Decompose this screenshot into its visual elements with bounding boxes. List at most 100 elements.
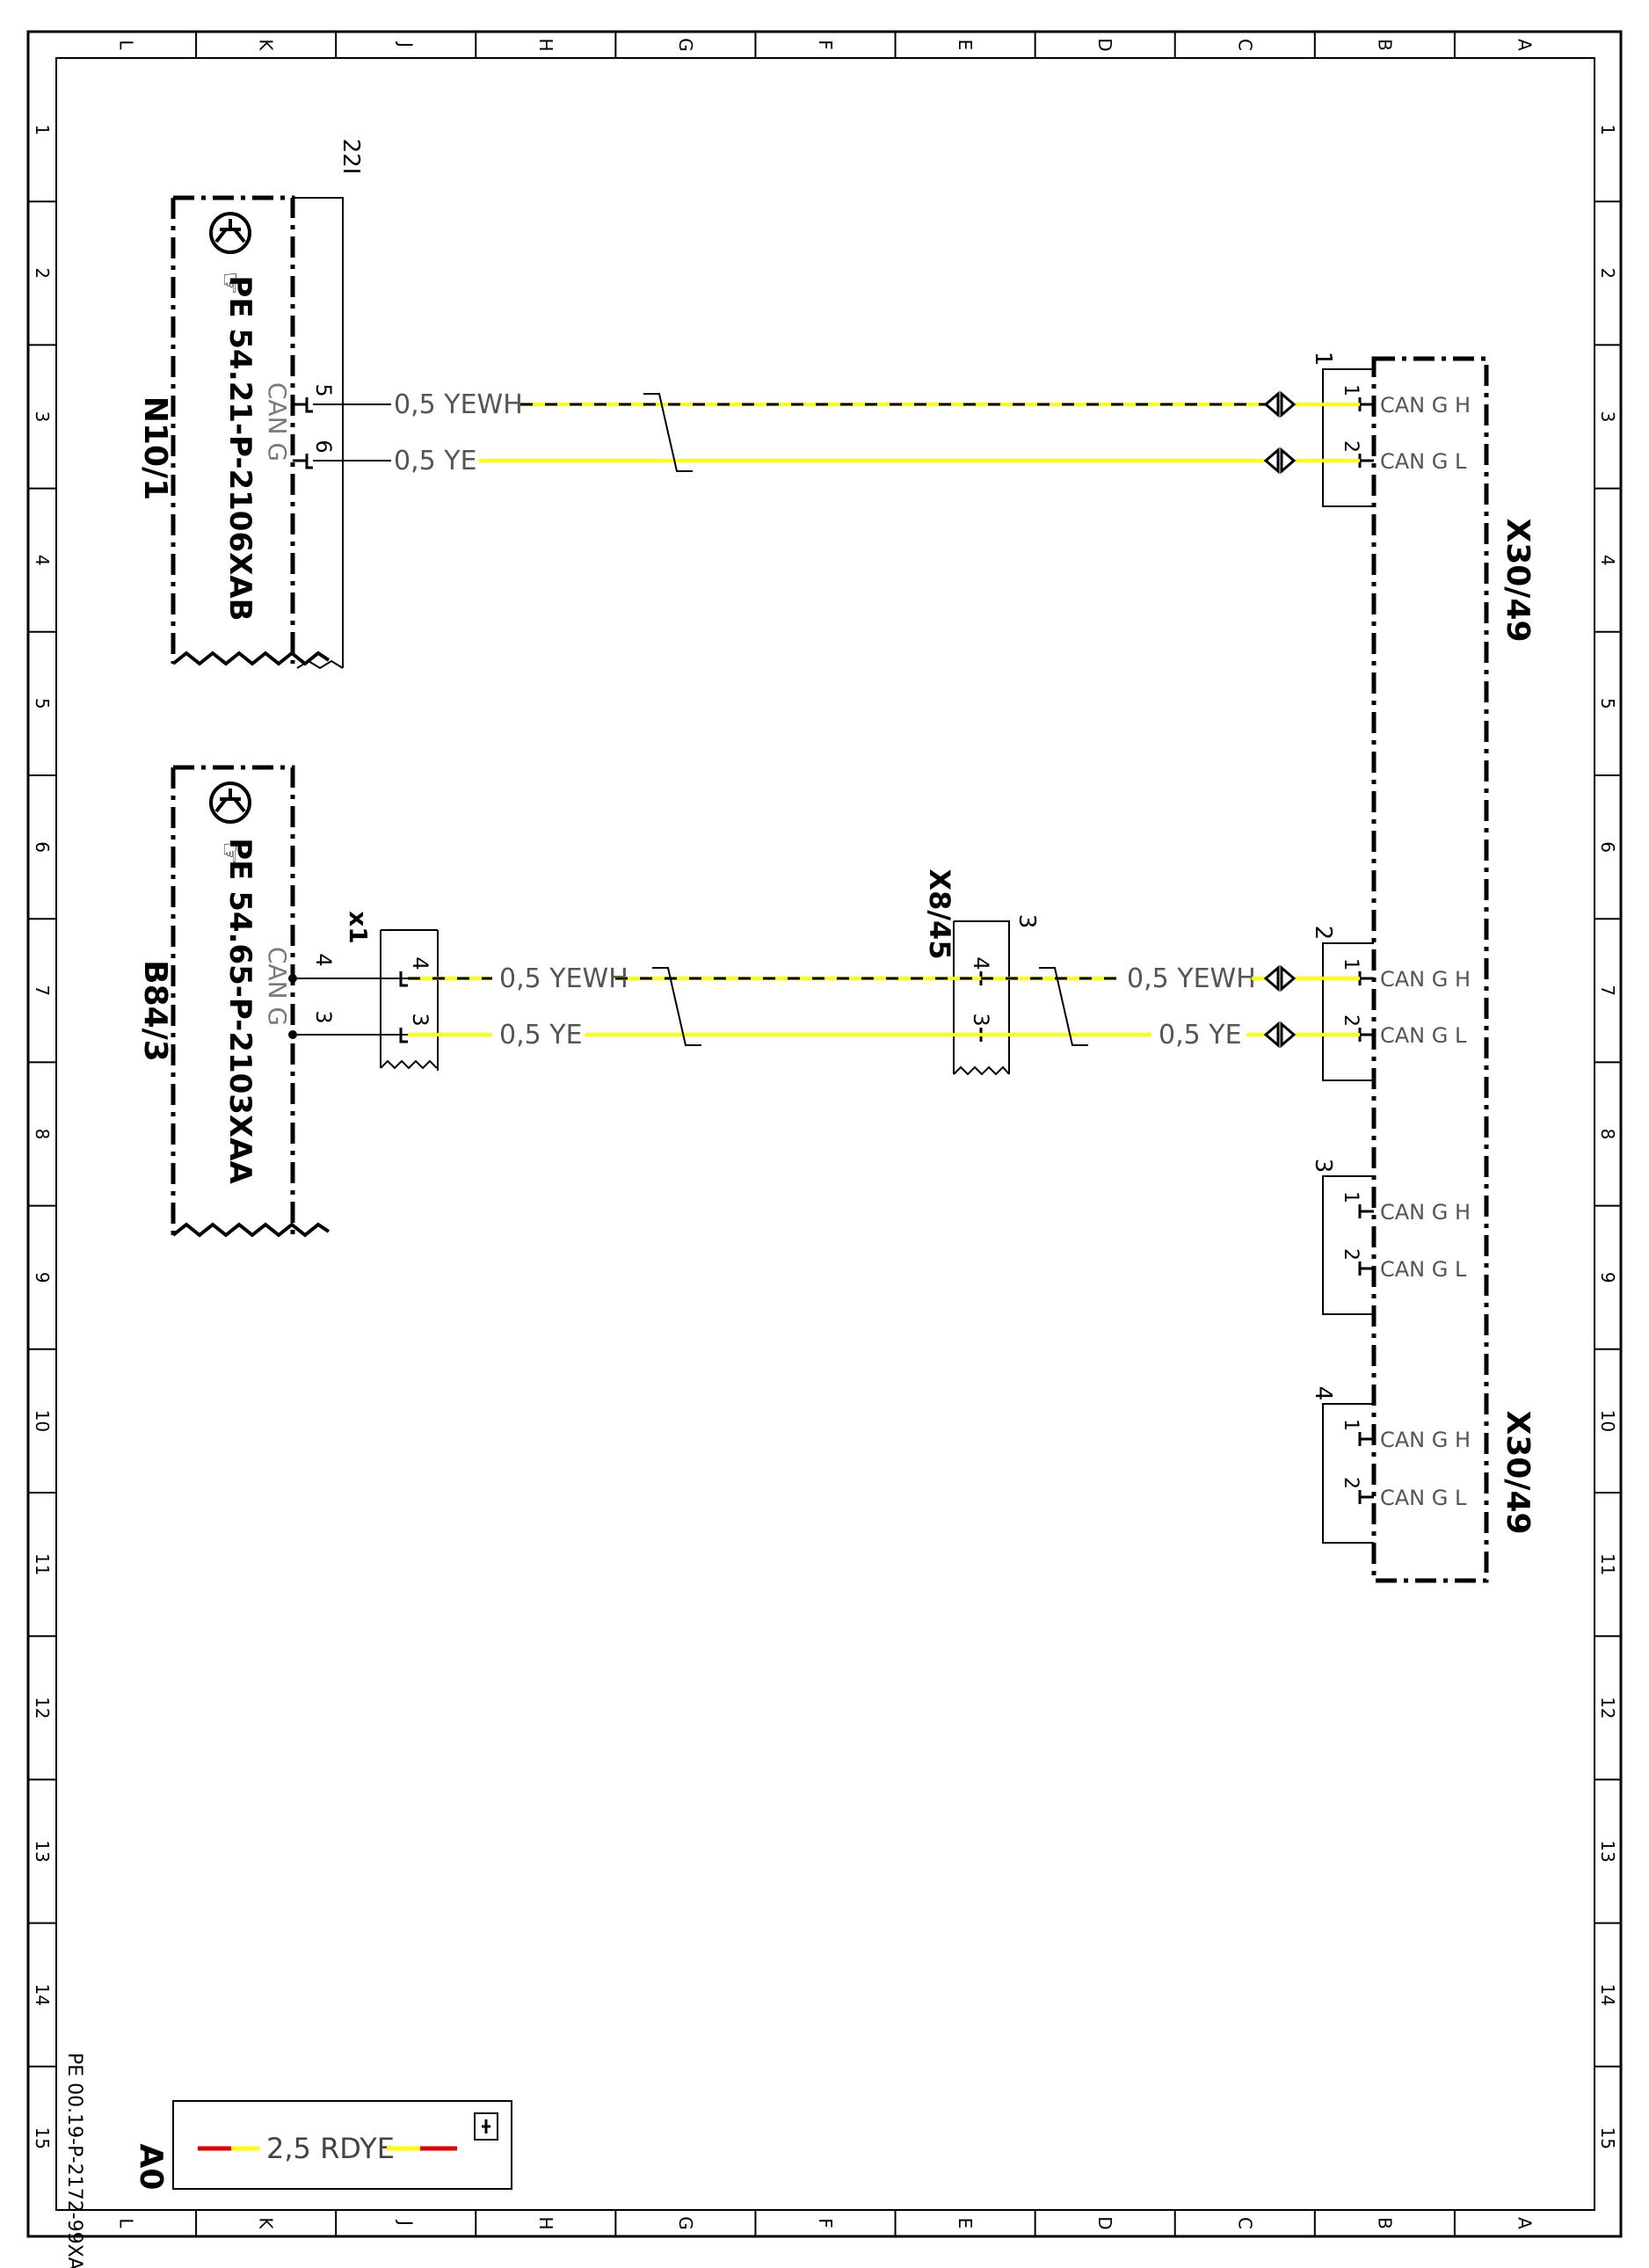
n10-plug-outline [293, 197, 344, 670]
grid-col-label: C [1234, 2217, 1255, 2229]
x3049-pin-terminal [1358, 1490, 1374, 1504]
b84-bus-label: CAN G [263, 947, 292, 1026]
x3049-pin-number: 1 [1340, 958, 1362, 970]
x3049-group-outline [1322, 1175, 1374, 1315]
x845-break [953, 1065, 1010, 1076]
x3049-pin-label: CAN G L [1380, 1023, 1467, 1048]
x1-pin-3: 3 [408, 1013, 432, 1026]
grid-row-label: 9 [32, 1272, 53, 1283]
b84-reference: PE 54.65-P-2103XAA [222, 838, 258, 1184]
wire-label: 0,5 YE [1159, 1020, 1242, 1050]
legend-wire-label: 2,5 RDYE [266, 2132, 395, 2165]
grid-row-label: 4 [32, 555, 53, 566]
x3049-group-number: 3 [1310, 1159, 1336, 1174]
x3049-group-number: 2 [1310, 926, 1336, 941]
legend-box: 2,5 RDYE [172, 2100, 512, 2190]
n10-pin-6: 6 [311, 440, 336, 453]
grid-row-label: 3 [32, 411, 53, 423]
inner-frame [55, 57, 1595, 2211]
twisted-pair-marker [1039, 967, 1088, 1046]
x3049-pin-number: 2 [1340, 1477, 1362, 1489]
grid-col-label: K [256, 2217, 277, 2229]
x845-pin-3: 3 [969, 1013, 993, 1026]
x3049-pin-number: 2 [1340, 1248, 1362, 1261]
x3049-group-outline [1322, 1403, 1374, 1544]
x3049-pin-number: 1 [1340, 1191, 1362, 1203]
grid-col-label: B [1374, 39, 1395, 51]
n10-reference: PE 54.21-P-2106XAB [222, 275, 258, 621]
grid-row-label: 8 [32, 1129, 53, 1140]
connector-arrows-icon [1263, 964, 1297, 992]
component-n10-1[interactable]: 22I ☞ PE 54.21-P-2106XAB CAN G N10/1 5 6 [137, 139, 364, 670]
grid-row-label: 14 [32, 1983, 53, 2005]
x3049-pin-terminal [1358, 1261, 1374, 1276]
wire-label: 0,5 YEWH [1127, 963, 1256, 994]
grid-col-label: H [535, 38, 556, 51]
x3049-housing [1371, 356, 1489, 1583]
x1-outline [380, 929, 439, 1071]
x845-outline [953, 920, 1010, 1074]
grid-row-label: 4 [1597, 555, 1618, 566]
grid-col-label: G [675, 38, 696, 52]
b84-pin-3: 3 [311, 1010, 336, 1023]
grid-row-label: 15 [32, 2127, 53, 2149]
grid-row-label: 10 [1597, 1410, 1618, 1432]
x3049-group-number: 4 [1310, 1386, 1336, 1401]
grid-row-label: 8 [1597, 1129, 1618, 1140]
hand-pointer-icon: ☞ [214, 272, 245, 295]
grid-row-label: 2 [32, 267, 53, 279]
grid-col-label: K [256, 39, 277, 51]
grid-col-label: J [396, 2219, 417, 2226]
wire-label: 0,5 YE [394, 446, 477, 476]
document-reference: PE 00.19-P-2172-99XAA [63, 2053, 85, 2268]
x3049-pin-label: CAN G H [1380, 393, 1471, 418]
grid-row-label: 11 [32, 1553, 53, 1575]
wire-label: 0,5 YE [499, 1020, 583, 1050]
x3049-pin-terminal [1358, 1432, 1374, 1446]
x1-pin-4: 4 [408, 956, 432, 970]
grid-row-label: 13 [32, 1840, 53, 1862]
grid-row-label: 1 [32, 124, 53, 135]
x3049-group-outline [1322, 368, 1374, 507]
x1-terminals [399, 971, 408, 1043]
n10-pin-5: 5 [311, 383, 336, 396]
connector-arrows-icon [1263, 1021, 1297, 1049]
grid-row-label: 5 [32, 698, 53, 709]
grid-row-label: 9 [1597, 1272, 1618, 1283]
grid-row-label: 3 [1597, 411, 1618, 423]
wires: 0,5 YEWH 0,5 YE 0,5 YEWH 0,5 YE 0,5 YEWH 0,5 … [293, 389, 1360, 1050]
connector-arrows-icon [1263, 447, 1297, 475]
x3049-pin-number: 2 [1340, 440, 1362, 453]
wire-label: 0,5 YEWH [499, 963, 628, 994]
x3049-group-number: 1 [1310, 352, 1336, 367]
grid-col-label: D [1094, 38, 1115, 51]
grid-col-label: J [396, 40, 417, 47]
x3049-pin-label: CAN G H [1380, 1200, 1471, 1225]
transistor-icon [209, 212, 251, 254]
grid-col-label: L [116, 40, 137, 50]
grid-row-label: 10 [32, 1410, 53, 1432]
grid-col-label: A [1514, 2217, 1535, 2229]
connector-x8-45[interactable]: X8/45 3 4 3 [923, 869, 1040, 1076]
connector-x1[interactable]: x1 4 3 [344, 911, 439, 1071]
grid-col-label: A [1514, 39, 1535, 51]
x3049-name-top: X30/49 [1500, 518, 1536, 642]
x3049-pin-label: CAN G L [1380, 449, 1467, 474]
sheet-code: A0 [133, 2144, 169, 2191]
grid-row-label: 6 [32, 841, 53, 853]
n10-name: N10/1 [137, 396, 173, 500]
grid-col-label: B [1374, 2217, 1395, 2229]
wire-label: 0,5 YEWH [394, 389, 523, 420]
x3049-group-outline [1322, 942, 1374, 1081]
legend-frame [172, 2100, 512, 2190]
component-b84-3[interactable]: ☞ PE 54.65-P-2103XAA CAN G B84/3 4 3 [137, 765, 336, 1238]
grid-col-label: F [815, 2218, 836, 2228]
grid-row-label: 7 [1597, 985, 1618, 996]
grid-row-label: 6 [1597, 841, 1618, 853]
grid-row-label: 1 [1597, 124, 1618, 135]
x3049-pin-label: CAN G H [1380, 1428, 1471, 1452]
